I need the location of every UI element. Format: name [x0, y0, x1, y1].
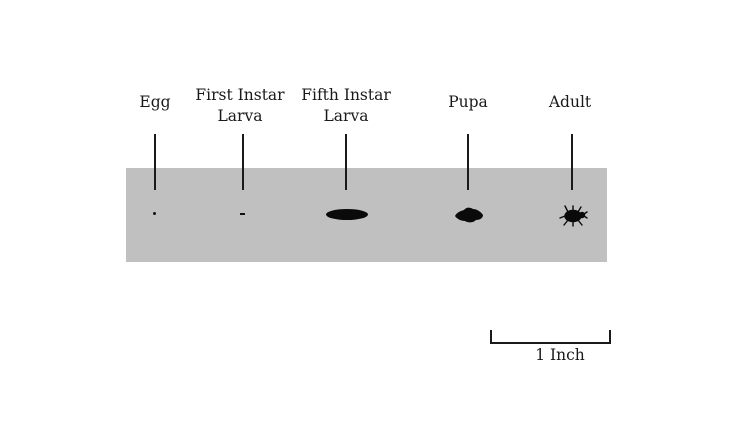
pointer-line-egg [154, 134, 156, 190]
stage-label-pupa: Pupa [408, 92, 528, 113]
stage-label-line1: Egg [139, 93, 171, 111]
stage-label-adult: Adult [510, 92, 630, 113]
stage-label-first-instar-larva: First Instar Larva [180, 85, 300, 127]
scale-bar [490, 330, 611, 344]
egg-specimen-icon [153, 212, 156, 215]
stage-label-line1: Adult [548, 93, 592, 111]
pointer-line-fifth-instar [345, 134, 347, 190]
scale-bar-label: 1 Inch [535, 346, 585, 364]
stage-label-line1: Pupa [448, 93, 488, 111]
stage-label-fifth-instar-larva: Fifth Instar Larva [286, 85, 406, 127]
stage-label-line1: First Instar [195, 86, 285, 104]
stage-label-line2: Larva [217, 107, 263, 125]
pointer-line-pupa [467, 134, 469, 190]
pupa-specimen-icon [455, 207, 483, 223]
stage-label-line2: Larva [323, 107, 369, 125]
stage-label-egg: Egg [95, 92, 215, 113]
pointer-line-adult [571, 134, 573, 190]
fifth-instar-larva-specimen-icon [326, 209, 368, 220]
stage-label-line1: Fifth Instar [301, 86, 391, 104]
first-instar-larva-specimen-icon [240, 213, 245, 215]
adult-beetle-specimen-icon [559, 205, 588, 227]
pointer-line-first-instar [242, 134, 244, 190]
